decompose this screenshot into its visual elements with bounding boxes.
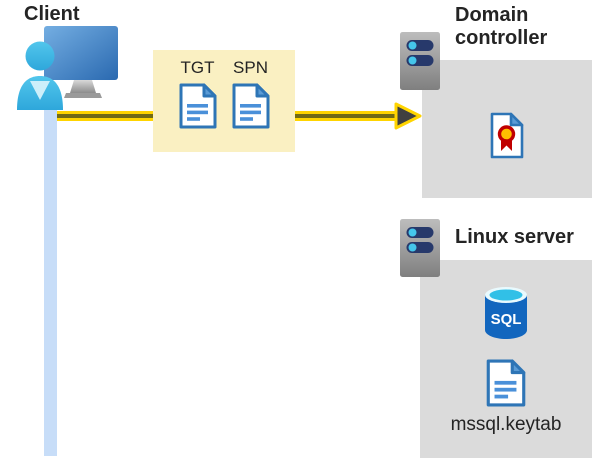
tgt-label: TGT: [180, 58, 215, 77]
linux-server-icon: [400, 219, 440, 277]
keytab-file-label: mssql.keytab: [450, 414, 562, 435]
monitor-stand: [70, 80, 96, 93]
domain-controller-label: Domain controller: [455, 4, 548, 49]
spn-label: SPN: [233, 58, 268, 77]
domain-controller-server-icon: [400, 32, 440, 90]
tgt-ticket: TGT: [179, 59, 217, 129]
client-label: Client: [24, 3, 80, 25]
tgt-document-icon: [179, 83, 216, 129]
auth-arrow-head-icon: [394, 102, 422, 130]
spn-ticket: SPN: [232, 59, 270, 129]
user-icon: [17, 41, 63, 110]
keytab-document-icon: [486, 359, 526, 407]
monitor-stand-base: [64, 93, 102, 98]
ticket-highlight-box: TGT SPN: [153, 50, 295, 152]
sql-label: SQL: [491, 311, 522, 328]
sql-database-icon: SQL: [485, 287, 527, 339]
certificate-icon: [490, 112, 524, 159]
client-lifeline: [44, 96, 57, 456]
monitor-icon: [44, 26, 118, 80]
linux-server-panel: SQL mssql.keytab: [420, 260, 592, 458]
client-computer-icon: [17, 26, 118, 110]
linux-server-label: Linux server: [455, 226, 574, 248]
spn-document-icon: [232, 83, 269, 129]
domain-controller-panel: [422, 60, 592, 198]
